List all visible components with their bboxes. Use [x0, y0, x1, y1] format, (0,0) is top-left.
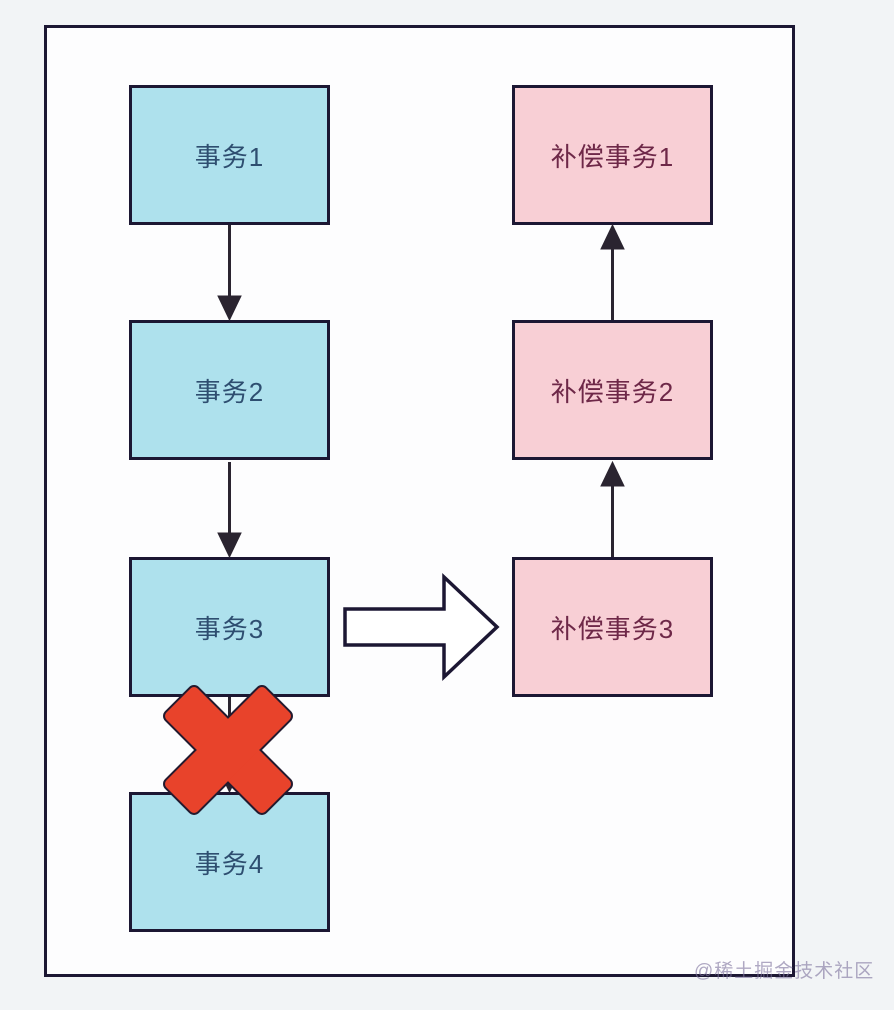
- node-label: 事务3: [194, 613, 265, 644]
- compensation-3-node: 补偿事务3: [512, 557, 713, 697]
- transaction-1-node: 事务1: [129, 85, 330, 225]
- transaction-2-node: 事务2: [129, 320, 330, 460]
- node-label: 事务2: [194, 376, 265, 407]
- compensation-1-node: 补偿事务1: [512, 85, 713, 225]
- watermark-text: @稀土掘金技术社区: [694, 961, 875, 982]
- node-label: 补偿事务1: [550, 141, 675, 172]
- transaction-3-node: 事务3: [129, 557, 330, 697]
- node-label: 补偿事务2: [550, 376, 675, 407]
- node-label: 补偿事务3: [550, 613, 675, 644]
- transaction-4-node: 事务4: [129, 792, 330, 932]
- compensation-2-node: 补偿事务2: [512, 320, 713, 460]
- node-label: 事务4: [194, 848, 265, 879]
- node-label: 事务1: [194, 141, 265, 172]
